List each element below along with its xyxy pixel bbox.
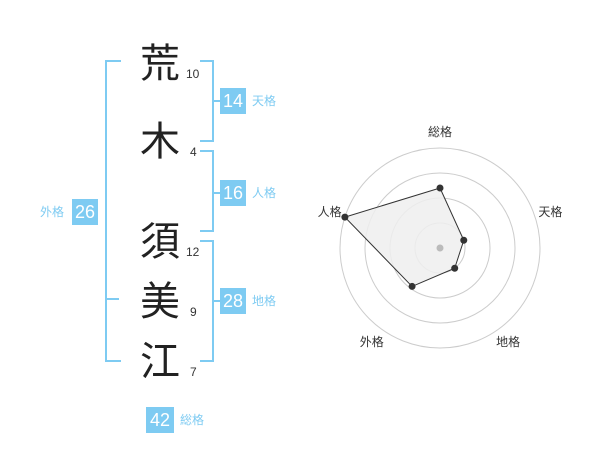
stroke-count-1: 10 <box>186 67 200 81</box>
radar-axis-label-3: 地格 <box>496 334 520 349</box>
stroke-count-2: 4 <box>190 145 197 159</box>
radar-ring-4 <box>339 147 541 349</box>
radar-center-dot <box>436 244 444 252</box>
soukaku-value: 42 <box>146 407 174 433</box>
char-3: 須 <box>140 219 180 265</box>
radar-point-2 <box>460 236 468 244</box>
tenkaku-value: 14 <box>220 88 246 114</box>
jinkaku-value: 16 <box>220 180 246 206</box>
radar-point-5 <box>341 213 349 221</box>
jinkaku-bracket <box>200 150 214 232</box>
chikaku-bracket-tick <box>212 300 220 302</box>
stroke-count-5: 7 <box>190 365 197 379</box>
char-4: 美 <box>140 279 180 325</box>
tenkaku-bracket-tick <box>212 100 220 102</box>
radar-axis-label-1: 総格 <box>428 124 452 139</box>
stroke-count-3: 12 <box>186 245 200 259</box>
soukaku-label: 総格 <box>180 413 205 427</box>
radar-ring-3 <box>364 172 516 324</box>
char-5: 江 <box>140 339 180 385</box>
radar-point-1 <box>436 184 444 192</box>
radar-point-4 <box>408 282 416 290</box>
radar-axis-label-4: 外格 <box>360 334 384 349</box>
jinkaku-bracket-tick <box>212 192 220 194</box>
tenkaku-label: 天格 <box>252 94 277 108</box>
radar-polygon <box>343 187 465 288</box>
gaikaku-value: 26 <box>72 199 98 225</box>
chikaku-value: 28 <box>220 288 246 314</box>
stroke-count-4: 9 <box>190 305 197 319</box>
radar-axis-label-5: 人格 <box>318 204 342 219</box>
jinkaku-label: 人格 <box>252 186 277 200</box>
char-2: 木 <box>140 119 180 165</box>
gaikaku-label: 外格 <box>40 205 65 219</box>
radar-point-3 <box>451 264 459 272</box>
char-1: 荒 <box>140 41 180 87</box>
gaikaku-bracket <box>105 60 121 362</box>
gaikaku-bracket-mid <box>105 298 119 300</box>
radar-axis-label-2: 天格 <box>538 204 562 219</box>
chikaku-label: 地格 <box>252 294 277 308</box>
